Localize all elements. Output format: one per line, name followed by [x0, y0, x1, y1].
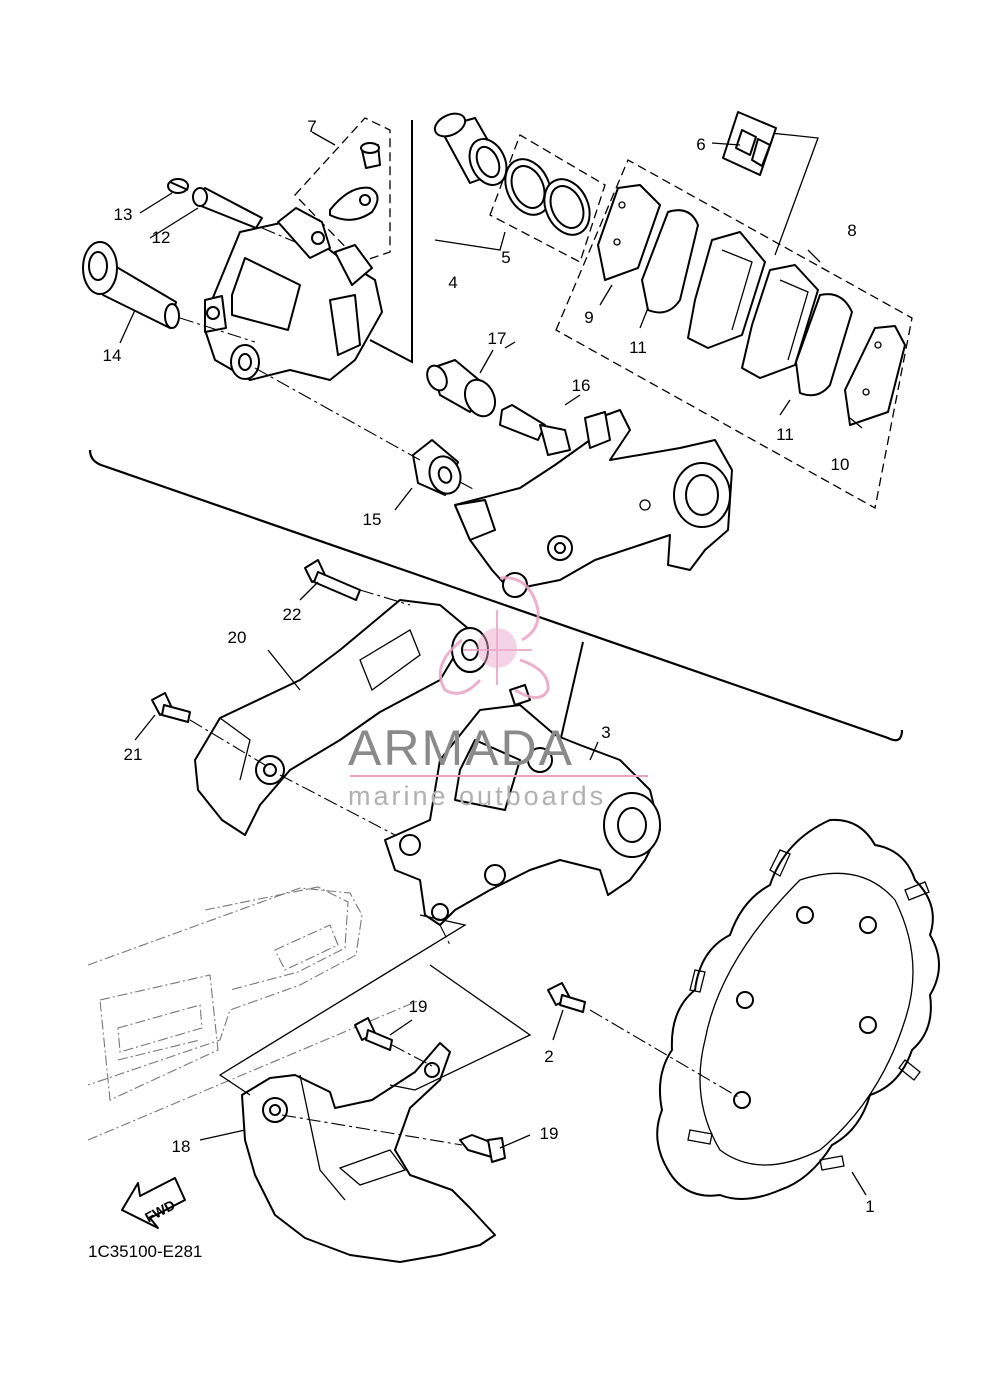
shim-9	[597, 184, 661, 281]
brake-disc-1	[656, 818, 940, 1200]
pad-plate-b	[741, 264, 819, 379]
fwd-arrow-icon: FWD	[121, 1177, 186, 1229]
callout-22: 22	[283, 605, 302, 624]
callout-7: 7	[307, 117, 316, 136]
slide-pin-13	[167, 178, 189, 194]
bolt-2	[547, 982, 586, 1013]
pin-16	[499, 404, 571, 456]
callout-5: 5	[501, 248, 510, 267]
bolt-19b	[459, 1134, 506, 1163]
callout-6: 6	[696, 135, 705, 154]
callout-4: 4	[448, 273, 457, 292]
group-bracket-line	[88, 449, 904, 742]
kit-8-box	[555, 159, 913, 510]
kit-5-box	[489, 134, 606, 263]
callout-17: 17	[488, 329, 507, 348]
callout-11b: 11	[776, 425, 794, 444]
callout-16: 16	[572, 376, 591, 395]
callout-14: 14	[103, 346, 122, 365]
slide-pin-12	[192, 187, 263, 229]
bolt-22	[304, 559, 361, 601]
callout-10: 10	[831, 455, 850, 474]
pad-11b	[795, 293, 853, 397]
bushing-17	[426, 359, 497, 418]
leader-lines	[119, 131, 867, 1196]
callout-3: 3	[601, 723, 610, 742]
callout-labels: 1 2 3 4 5 6 7 8 9 10 11 11 12 13 14 15 1…	[103, 117, 875, 1216]
callout-8: 8	[847, 221, 856, 240]
seal-5	[504, 158, 591, 236]
callout-1: 1	[865, 1197, 874, 1216]
callout-11a: 11	[629, 338, 647, 357]
callout-12: 12	[152, 228, 171, 247]
pin-bolt-14	[82, 241, 180, 329]
bolt-21	[151, 692, 191, 723]
bleed-screw-7	[329, 142, 381, 221]
watermark-logo-icon	[438, 576, 550, 699]
callout-9: 9	[584, 308, 593, 327]
caliper-bracket-upper	[454, 409, 733, 598]
collar-15	[412, 439, 462, 496]
caliper-upper	[204, 207, 383, 381]
callout-18: 18	[172, 1137, 191, 1156]
callout-19b: 19	[540, 1124, 559, 1143]
watermark-title: ARMADA	[348, 720, 574, 776]
shim-10	[844, 325, 906, 426]
axis-lines	[179, 227, 741, 1146]
callout-13: 13	[114, 205, 133, 224]
callout-19a: 19	[409, 997, 428, 1016]
disc-guard-18	[241, 1042, 496, 1263]
pad-spring-6	[722, 111, 777, 176]
pad-plate-a	[687, 231, 766, 349]
callout-2: 2	[544, 1047, 553, 1066]
swingarm-ghost	[87, 879, 471, 1141]
bolt-19a	[354, 1017, 393, 1051]
watermark-subtitle: marine outboards	[348, 781, 606, 811]
caliper-assembly-3	[384, 684, 661, 926]
piston-4	[433, 112, 508, 186]
callout-15: 15	[363, 510, 382, 529]
callout-21: 21	[124, 745, 143, 764]
diagram-code: 1C35100-E281	[88, 1242, 202, 1261]
watermark: ARMADA marine outboards	[348, 576, 648, 811]
callout-20: 20	[228, 628, 247, 647]
pad-11a	[641, 209, 699, 314]
